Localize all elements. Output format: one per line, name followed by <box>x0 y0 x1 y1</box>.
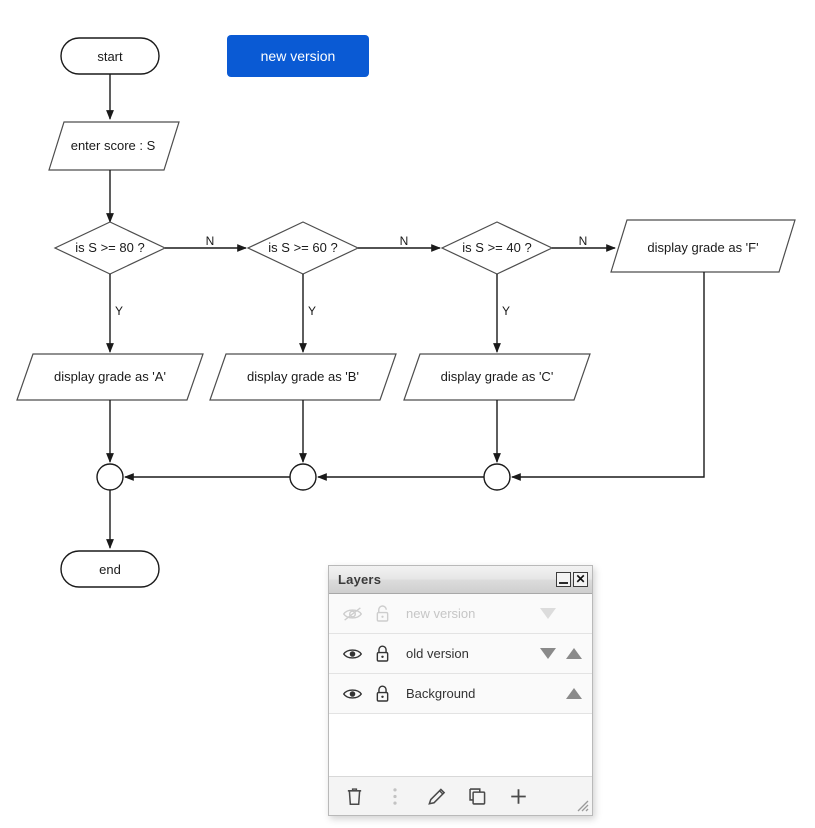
flow-node-decision1-label: is S >= 80 ? <box>75 240 144 255</box>
resize-grip-icon[interactable] <box>577 800 589 812</box>
lock-open-icon[interactable] <box>370 604 394 623</box>
flow-node-start[interactable]: start <box>60 37 160 75</box>
layers-panel-title: Layers <box>338 572 382 587</box>
layer-move-buttons <box>540 608 582 619</box>
layers-toolbar <box>329 777 592 815</box>
layer-name: Background <box>406 686 476 701</box>
flow-node-decision3-label: is S >= 40 ? <box>462 240 531 255</box>
layer-row[interactable]: Background <box>329 674 592 714</box>
layer-row[interactable]: new version <box>329 594 592 634</box>
flow-node-end[interactable]: end <box>60 550 160 588</box>
flow-node-input[interactable]: enter score : S <box>48 121 180 171</box>
vertical-dots-icon[interactable] <box>382 783 408 809</box>
copy-icon[interactable] <box>464 783 490 809</box>
new-version-button[interactable]: new version <box>227 35 369 77</box>
flow-node-decision3[interactable]: is S >= 40 ? <box>440 221 554 275</box>
layer-row[interactable]: old version <box>329 634 592 674</box>
eye-icon[interactable] <box>340 646 364 662</box>
flow-node-decision2-label: is S >= 60 ? <box>268 240 337 255</box>
branch-label-n2: N <box>400 234 409 248</box>
minimize-icon[interactable] <box>556 572 571 587</box>
flow-node-outputA[interactable]: display grade as 'A' <box>16 353 204 401</box>
trash-icon[interactable] <box>341 783 367 809</box>
layers-empty-area <box>329 714 592 777</box>
close-icon[interactable]: ✕ <box>573 572 588 587</box>
flow-node-outputA-label: display grade as 'A' <box>54 369 166 384</box>
layers-panel-titlebar[interactable]: Layers ✕ <box>329 566 592 594</box>
branch-label-y3: Y <box>502 304 510 318</box>
lock-closed-icon[interactable] <box>370 644 394 663</box>
layer-move-buttons <box>540 688 582 699</box>
layers-panel[interactable]: Layers ✕ new version <box>328 565 593 816</box>
flow-node-decision2[interactable]: is S >= 60 ? <box>246 221 360 275</box>
flow-node-input-label: enter score : S <box>71 138 156 153</box>
edge-outputF-to-merge3 <box>511 272 705 481</box>
layer-move-buttons <box>540 648 582 659</box>
layer-name: new version <box>406 606 476 621</box>
move-layer-down-icon[interactable] <box>540 608 556 619</box>
flow-merge-node-3[interactable] <box>483 463 511 491</box>
pencil-icon[interactable] <box>423 783 449 809</box>
move-layer-up-icon[interactable] <box>566 688 582 699</box>
plus-icon[interactable] <box>505 783 531 809</box>
flow-node-decision1[interactable]: is S >= 80 ? <box>53 221 167 275</box>
flow-node-end-label: end <box>99 562 121 577</box>
layer-name: old version <box>406 646 469 661</box>
flow-node-outputB-label: display grade as 'B' <box>247 369 359 384</box>
flow-node-outputC[interactable]: display grade as 'C' <box>403 353 591 401</box>
flow-node-start-label: start <box>97 49 123 64</box>
flow-node-outputB[interactable]: display grade as 'B' <box>209 353 397 401</box>
branch-label-n3: N <box>579 234 588 248</box>
eye-off-icon[interactable] <box>340 606 364 622</box>
branch-label-y2: Y <box>308 304 316 318</box>
eye-icon[interactable] <box>340 686 364 702</box>
flow-node-outputC-label: display grade as 'C' <box>441 369 554 384</box>
flow-merge-node-2[interactable] <box>289 463 317 491</box>
branch-label-y1: Y <box>115 304 123 318</box>
flow-node-outputF[interactable]: display grade as 'F' <box>610 219 796 273</box>
lock-closed-icon[interactable] <box>370 684 394 703</box>
branch-label-n1: N <box>206 234 215 248</box>
move-layer-down-icon[interactable] <box>540 648 556 659</box>
flow-merge-node-1[interactable] <box>96 463 124 491</box>
move-layer-up-icon[interactable] <box>566 648 582 659</box>
flow-node-outputF-label: display grade as 'F' <box>647 240 758 255</box>
